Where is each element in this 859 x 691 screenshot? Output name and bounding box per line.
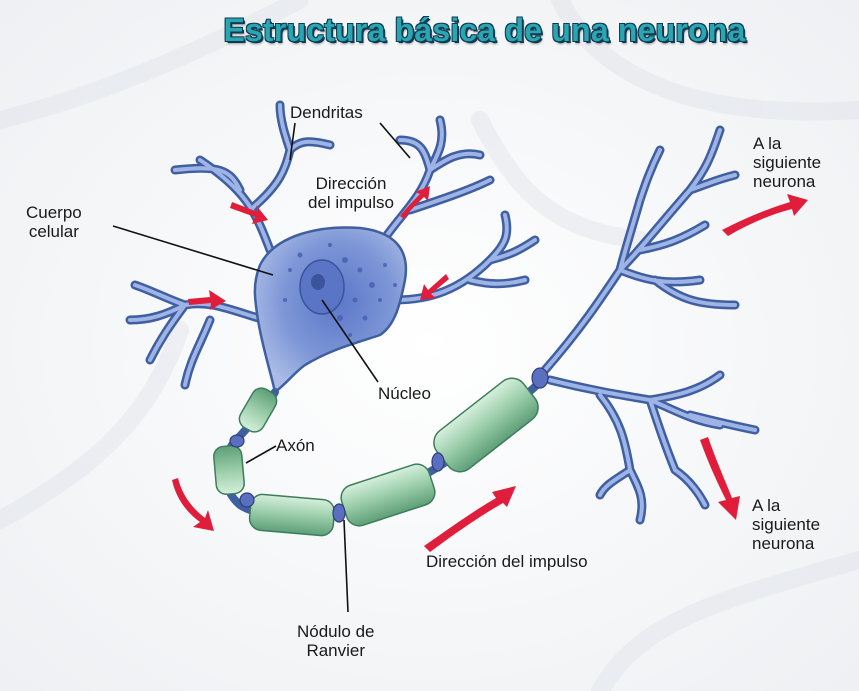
label-cuerpo-celular: Cuerpo celular [26, 203, 82, 241]
label-cuerpo-line2: celular [26, 222, 82, 241]
label-axon: Axón [276, 436, 315, 455]
label-nucleo: Núcleo [378, 384, 431, 403]
label-direccion-top: Dirección del impulso [308, 174, 394, 212]
myelin-segment [249, 493, 336, 536]
label-direccion-top-line2: del impulso [308, 193, 394, 212]
label-nodulo-line1: Nódulo de [297, 622, 375, 641]
nucleolus [311, 274, 325, 290]
label-siguiente-bottom: A la siguiente neurona [752, 496, 820, 553]
label-siguiente-top: A la siguiente neurona [753, 134, 821, 191]
myelin-segment [213, 445, 245, 495]
label-dendritas: Dendritas [290, 103, 363, 122]
label-siguiente-top-line1: A la [753, 134, 821, 153]
label-direccion-top-line1: Dirección [308, 174, 394, 193]
label-siguiente-top-line2: siguiente [753, 153, 821, 172]
label-nodulo-ranvier: Nódulo de Ranvier [297, 622, 375, 660]
label-siguiente-bottom-line2: siguiente [752, 515, 820, 534]
label-siguiente-bottom-line1: A la [752, 496, 820, 515]
label-direccion-bottom: Dirección del impulso [426, 552, 588, 571]
label-siguiente-bottom-line3: neurona [752, 534, 820, 553]
label-nodulo-line2: Ranvier [297, 641, 375, 660]
diagram-title: Estructura básica de una neurona [0, 12, 859, 49]
label-siguiente-top-line3: neurona [753, 172, 821, 191]
label-cuerpo-line1: Cuerpo [26, 203, 82, 222]
